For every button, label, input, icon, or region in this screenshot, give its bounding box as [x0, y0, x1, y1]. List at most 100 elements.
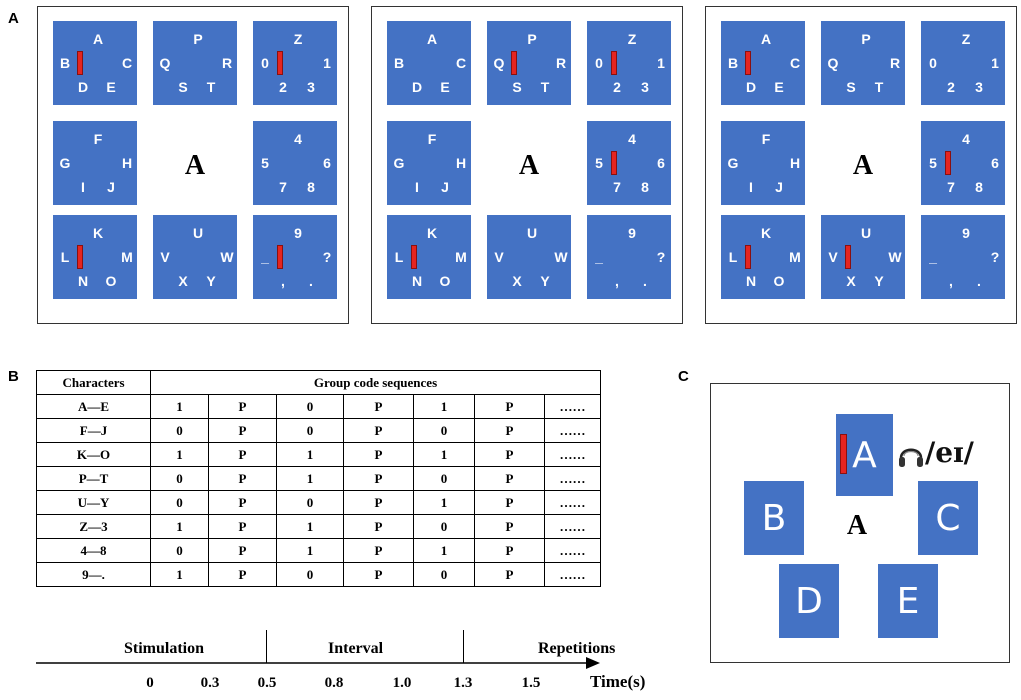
tile-character: W [554, 249, 568, 265]
tile-character: _ [261, 249, 269, 265]
code-cell: …… [544, 490, 601, 515]
tile-character: Y [206, 273, 216, 289]
tile-character: H [455, 155, 467, 171]
tile-character: S [178, 79, 188, 95]
tile-character: X [178, 273, 188, 289]
tile-character: 1 [991, 55, 999, 71]
panel-label-b: B [8, 368, 19, 385]
tile-character: 2 [613, 79, 621, 95]
phase-label-stimulation: Stimulation [124, 640, 205, 657]
tile-character: 3 [641, 79, 649, 95]
flash-bar [77, 51, 83, 75]
tile-character: 3 [975, 79, 983, 95]
tile-character: J [441, 179, 449, 195]
code-cell: 0 [413, 466, 475, 491]
tile-character: Y [874, 273, 884, 289]
tile-character: 1 [323, 55, 331, 71]
tile-a-label: A [852, 434, 877, 476]
row-characters: A—E [36, 394, 151, 419]
tile-character: ? [656, 249, 666, 265]
tile-character: 0 [929, 55, 937, 71]
tile-character: U [526, 225, 538, 241]
tile-character: U [192, 225, 204, 241]
tile-character: C [121, 55, 133, 71]
tile-character: Q [827, 55, 839, 71]
tile-character: N [77, 273, 89, 289]
tile-character: ? [990, 249, 1000, 265]
tile-character: T [206, 79, 216, 95]
tile-character: F [761, 131, 771, 147]
phase-label-interval: Interval [328, 640, 384, 657]
code-cell: …… [544, 538, 601, 563]
tile-character: 9 [962, 225, 970, 241]
code-cell: P [343, 538, 414, 563]
code-cell: P [208, 418, 277, 443]
tile-character: L [728, 249, 738, 265]
tile-character: V [494, 249, 504, 265]
tile-d-label: D [795, 580, 823, 622]
tile-character: L [394, 249, 404, 265]
row-characters: F—J [36, 418, 151, 443]
flash-bar [277, 51, 283, 75]
tile-character: G [727, 155, 739, 171]
code-cell: 1 [276, 538, 344, 563]
tile-character: M [789, 249, 801, 265]
code-cell: 0 [413, 418, 475, 443]
tile-character: M [121, 249, 133, 265]
tile-character: S [512, 79, 522, 95]
code-cell: 0 [150, 490, 209, 515]
speller-tile: 9_?,. [587, 215, 671, 299]
code-cell: P [208, 394, 277, 419]
tile-character: T [540, 79, 550, 95]
tile-character: O [773, 273, 785, 289]
tile-character: V [828, 249, 838, 265]
tile-character: A [426, 31, 438, 47]
tile-character: F [93, 131, 103, 147]
tick-1-5: 1.5 [521, 675, 541, 691]
center-character: A [184, 150, 206, 181]
tile-character: E [106, 79, 116, 95]
code-cell: P [474, 442, 545, 467]
tile-character: . [643, 273, 647, 289]
tile-character: D [77, 79, 89, 95]
code-cell: 1 [413, 490, 475, 515]
tile-character: 0 [261, 55, 269, 71]
header-group-code-sequences: Group code sequences [150, 370, 601, 395]
tile-e-label: E [896, 580, 920, 622]
tile-character: M [455, 249, 467, 265]
tile-character: R [889, 55, 901, 71]
tile-character: Z [961, 31, 971, 47]
tile-character: X [512, 273, 522, 289]
tile-character: N [411, 273, 423, 289]
tile-character: 9 [628, 225, 636, 241]
flash-bar [511, 51, 517, 75]
tile-character: 7 [279, 179, 287, 195]
tile-character: W [220, 249, 234, 265]
tick-1-0: 1.0 [392, 675, 412, 691]
tile-character: 7 [613, 179, 621, 195]
tile-character: K [760, 225, 772, 241]
tile-character: 7 [947, 179, 955, 195]
tile-character: W [888, 249, 902, 265]
tick-1-3: 1.3 [453, 675, 473, 691]
flash-bar [411, 245, 417, 269]
tile-character: 8 [975, 179, 983, 195]
flash-bar [611, 151, 617, 175]
auditory-panel: A B C D E A /eɪ/ [710, 383, 1010, 663]
tile-character: H [789, 155, 801, 171]
tile-character: I [81, 179, 85, 195]
